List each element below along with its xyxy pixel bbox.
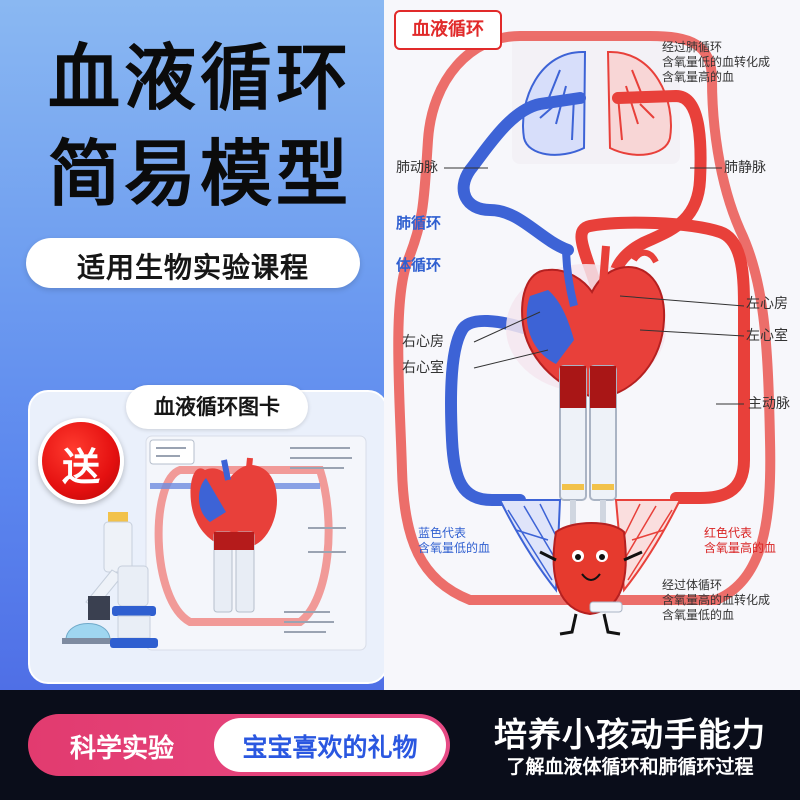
label-left-ventricle: 左心室 [746, 328, 788, 344]
title-line-2: 简易模型 [47, 132, 352, 216]
label-pulmonary-note-line1: 经过肺循环 [662, 40, 723, 54]
legend-blue-line1: 蓝色代表 [418, 526, 467, 540]
label-pulmonary-vein: 肺静脉 [724, 160, 766, 176]
label-systemic-note-line3: 含氧量低的血 [662, 608, 735, 622]
legend-red-line1: 红色代表 [704, 526, 753, 540]
gift-card-title: 血液循环图卡 [126, 385, 308, 429]
legend-blue-line2: 含氧量低的血 [418, 541, 491, 555]
label-right-atrium: 右心房 [402, 334, 444, 350]
label-pulmonary-note-line3: 含氧量高的血 [662, 70, 735, 84]
subtitle-text: 适用生物实验课程 [76, 251, 309, 284]
bottom-subline: 了解血液体循环和肺循环过程 [506, 756, 754, 778]
label-right-ventricle: 右心室 [402, 360, 444, 376]
label-left-atrium: 左心房 [746, 296, 788, 312]
bottom-tag-science: 科学实验 [69, 734, 174, 764]
bottom-pill-inner [214, 718, 446, 772]
bottom-headline: 培养小孩动手能力 [494, 715, 766, 754]
label-systemic-note-line2: 含氧量高的血转化成 [662, 593, 771, 607]
circulation-model-illustration [393, 31, 776, 636]
label-systemic-note-line1: 经过体循环 [662, 578, 723, 592]
title-line-1: 血液循环 [47, 36, 352, 120]
label-systemic-circulation: 体循环 [396, 256, 442, 274]
gift-card-illustration [62, 435, 367, 651]
label-systemic-note: 经过体循环 含氧量高的血转化成 含氧量低的血 [662, 578, 770, 623]
label-pulmonary-note-line2: 含氧量低的血转化成 [662, 55, 771, 69]
label-aorta: 主动脉 [748, 396, 790, 412]
promo-panel: 血液循环 简易模型 适用生物实验课程 血液循环图卡 [0, 0, 388, 690]
capillary-bed [498, 499, 682, 593]
bottom-pill [28, 714, 450, 776]
poster-title-badge: 血液循环 [394, 10, 502, 50]
subtitle-pill: 适用生物实验课程 [26, 238, 360, 288]
leader-lines [444, 167, 745, 405]
legend-red: 红色代表 含氧量高的血 [704, 526, 776, 556]
label-pulmonary-note: 经过肺循环 含氧量低的血转化成 含氧量高的血 [662, 40, 770, 85]
label-pulmonary-artery: 肺动脉 [396, 160, 438, 176]
gift-badge-text: 送 [61, 445, 100, 489]
label-pulmonary-circulation: 肺循环 [396, 214, 442, 232]
gift-badge: 送 [38, 418, 124, 504]
legend-red-line2: 含氧量高的血 [704, 541, 777, 555]
legend-blue: 蓝色代表 含氧量低的血 [418, 526, 490, 556]
syringes [559, 365, 617, 560]
heart-mascot [539, 522, 643, 636]
bottom-tag-gift: 宝宝喜欢的礼物 [242, 733, 418, 762]
